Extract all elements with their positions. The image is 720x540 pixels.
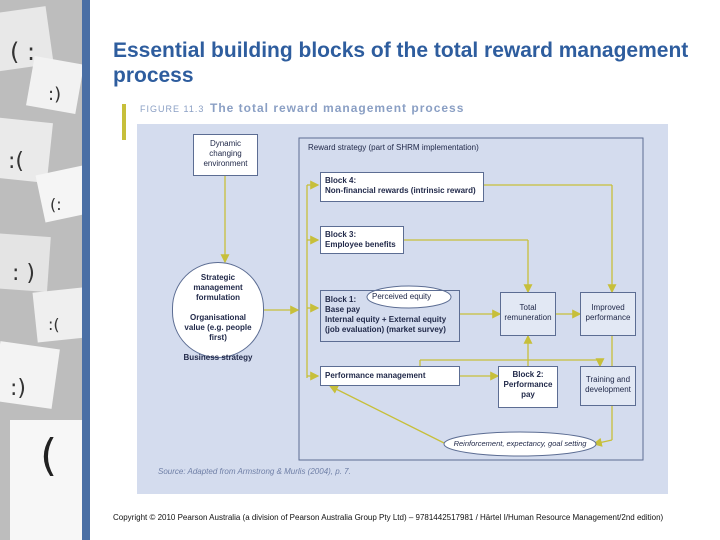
decorative-photo-strip: ( : :) :( (: : ) :( :) (: [0, 0, 82, 540]
block1-line3: (job evaluation) (market survey): [325, 325, 446, 334]
block3-box: Block 3: Employee benefits: [320, 226, 404, 254]
strategic-value: Organisational value (e.g. people first): [184, 313, 252, 342]
figure-header: FIGURE 11.3 The total reward management …: [122, 100, 682, 140]
block3-title: Block 3:: [325, 230, 357, 239]
total-remuneration-label: Total remuneration: [504, 303, 552, 322]
svg-text::): :): [48, 84, 61, 105]
slide-title: Essential building blocks of the total r…: [113, 39, 689, 87]
block2-title: Block 2:: [512, 370, 544, 379]
svg-text::(: :(: [8, 149, 24, 174]
block3-text: Employee benefits: [325, 240, 396, 249]
block4-title: Block 4:: [325, 176, 357, 185]
performance-management-label: Performance management: [325, 371, 426, 380]
block1-line1: Base pay: [325, 305, 361, 314]
svg-text:(: (: [40, 430, 57, 481]
block1-line2: Internal equity + External equity: [325, 315, 447, 324]
total-remuneration-box: Total remuneration: [500, 292, 556, 336]
figure-label: FIGURE 11.3: [140, 104, 205, 114]
block2-text: Performance pay: [503, 380, 553, 399]
figure-title: The total reward management process: [210, 101, 465, 115]
performance-management-box: Performance management: [320, 366, 460, 386]
reward-strategy-label: Reward strategy (part of SHRM implementa…: [308, 143, 479, 152]
strategic-management-box: Strategic management formulation Organis…: [172, 262, 264, 362]
svg-text::(: :(: [48, 315, 60, 334]
block1-box: Block 1: Base pay Internal equity + Exte…: [320, 290, 460, 342]
svg-text::): :): [10, 376, 26, 401]
svg-text:( :: ( :: [10, 38, 35, 66]
reinforcement-label: Reinforcement, expectancy, goal setting: [453, 439, 587, 448]
improved-performance-label: Improved performance: [585, 303, 631, 322]
dynamic-environment-label: Dynamic changing environment: [203, 139, 248, 168]
block4-box: Block 4: Non-financial rewards (intrinsi…: [320, 172, 484, 202]
improved-performance-box: Improved performance: [580, 292, 636, 336]
perceived-equity-label: Perceived equity: [372, 292, 432, 301]
training-development-label: Training and development: [585, 375, 631, 394]
figure-accent-bar: [122, 104, 126, 140]
block2-box: Block 2: Performance pay: [498, 366, 558, 408]
strategic-title: Strategic management formulation: [193, 273, 243, 302]
vertical-accent-rule: [82, 0, 90, 540]
figure-source: Source: Adapted from Armstrong & Murlis …: [158, 467, 351, 476]
copyright-footer: Copyright © 2010 Pearson Australia (a di…: [113, 513, 664, 522]
strategic-business: Business strategy: [183, 353, 253, 362]
block1-title: Block 1:: [325, 295, 357, 304]
dynamic-environment-box: Dynamic changing environment: [193, 134, 258, 176]
training-development-box: Training and development: [580, 366, 636, 406]
svg-text:(:: (:: [50, 195, 62, 214]
svg-text:: ): : ): [12, 261, 35, 286]
block4-text: Non-financial rewards (intrinsic reward): [325, 186, 476, 195]
emoticon-cubes-image: ( : :) :( (: : ) :( :) (: [0, 0, 82, 540]
